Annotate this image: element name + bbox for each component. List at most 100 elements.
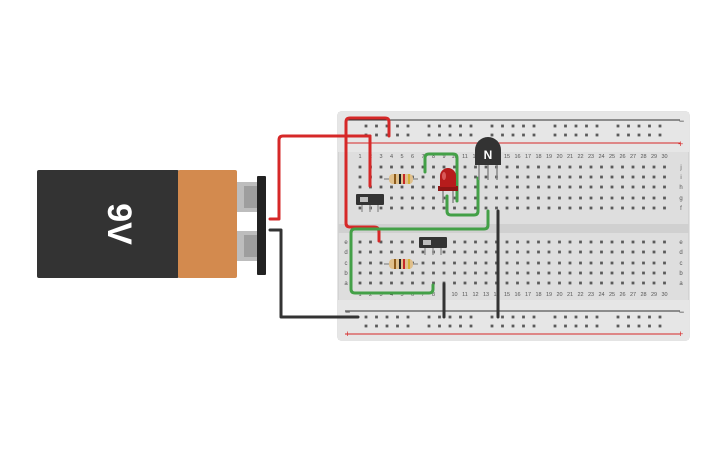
terminal-hole[interactable] [484,196,488,200]
terminal-hole[interactable] [484,261,488,265]
terminal-hole[interactable] [652,261,656,265]
terminal-hole[interactable] [526,240,530,244]
terminal-hole[interactable] [579,250,582,254]
terminal-hole[interactable] [547,165,551,169]
terminal-hole[interactable] [558,185,561,189]
terminal-hole[interactable] [610,261,614,265]
terminal-hole[interactable] [400,271,404,275]
terminal-hole[interactable] [589,240,593,244]
terminal-hole[interactable] [642,165,645,169]
power-rail-hole[interactable] [574,124,578,128]
terminal-hole[interactable] [600,250,603,254]
terminal-hole[interactable] [432,206,435,210]
terminal-hole[interactable] [558,261,561,265]
terminal-hole[interactable] [642,175,645,179]
terminal-hole[interactable] [505,185,509,189]
power-rail-hole[interactable] [564,315,567,319]
terminal-hole[interactable] [568,175,572,179]
terminal-hole[interactable] [411,206,414,210]
terminal-hole[interactable] [442,261,446,265]
power-rail-hole[interactable] [469,315,473,319]
terminal-hole[interactable] [463,165,467,169]
terminal-hole[interactable] [663,261,666,265]
power-rail-hole[interactable] [459,315,462,319]
power-rail-hole[interactable] [375,315,378,319]
terminal-hole[interactable] [369,261,372,265]
terminal-hole[interactable] [537,165,540,169]
power-rail-hole[interactable] [564,133,567,137]
terminal-hole[interactable] [516,185,519,189]
power-rail-hole[interactable] [595,124,599,128]
wire-green-transistor-to-lower[interactable] [349,209,490,295]
terminal-hole[interactable] [516,281,519,285]
power-rail-hole[interactable] [511,324,515,328]
terminal-hole[interactable] [642,240,645,244]
terminal-hole[interactable] [631,261,635,265]
terminal-hole[interactable] [369,240,372,244]
terminal-hole[interactable] [400,196,404,200]
power-rail-hole[interactable] [396,315,399,319]
terminal-hole[interactable] [579,271,582,275]
terminal-hole[interactable] [526,185,530,189]
power-rail-hole[interactable] [490,315,494,319]
terminal-hole[interactable] [642,261,645,265]
power-rail-hole[interactable] [585,324,588,328]
terminal-hole[interactable] [600,240,603,244]
resistor-top[interactable] [384,174,418,184]
power-rail-hole[interactable] [532,124,536,128]
terminal-hole[interactable] [579,206,582,210]
terminal-hole[interactable] [379,185,383,189]
power-rail-hole[interactable] [459,124,462,128]
terminal-hole[interactable] [642,250,645,254]
terminal-hole[interactable] [369,271,372,275]
slide-switch-top[interactable] [356,194,384,212]
power-rail-hole[interactable] [595,315,599,319]
terminal-hole[interactable] [600,165,603,169]
terminal-hole[interactable] [621,196,624,200]
terminal-hole[interactable] [610,281,614,285]
terminal-hole[interactable] [631,175,635,179]
terminal-hole[interactable] [610,196,614,200]
terminal-hole[interactable] [631,240,635,244]
terminal-hole[interactable] [358,261,362,265]
terminal-hole[interactable] [432,175,435,179]
terminal-hole[interactable] [547,240,551,244]
terminal-hole[interactable] [474,240,477,244]
terminal-hole[interactable] [589,175,593,179]
terminal-hole[interactable] [463,250,467,254]
terminal-hole[interactable] [589,196,593,200]
terminal-hole[interactable] [390,185,393,189]
terminal-hole[interactable] [663,196,666,200]
power-rail-hole[interactable] [406,324,410,328]
terminal-hole[interactable] [432,261,435,265]
terminal-hole[interactable] [589,185,593,189]
power-rail-hole[interactable] [459,133,462,137]
terminal-hole[interactable] [663,185,666,189]
terminal-hole[interactable] [516,196,519,200]
terminal-hole[interactable] [526,261,530,265]
terminal-hole[interactable] [600,196,603,200]
terminal-hole[interactable] [621,261,624,265]
terminal-hole[interactable] [453,261,456,265]
terminal-hole[interactable] [484,240,488,244]
terminal-hole[interactable] [621,206,624,210]
top-power-rail[interactable] [338,112,689,152]
terminal-hole[interactable] [652,271,656,275]
terminal-hole[interactable] [547,196,551,200]
terminal-hole[interactable] [621,271,624,275]
power-rail-hole[interactable] [522,124,525,128]
terminal-hole[interactable] [547,281,551,285]
power-rail-hole[interactable] [490,324,494,328]
terminal-hole[interactable] [453,271,456,275]
terminal-hole[interactable] [579,240,582,244]
power-rail-hole[interactable] [648,124,651,128]
terminal-hole[interactable] [631,206,635,210]
terminal-hole[interactable] [463,175,467,179]
power-rail-hole[interactable] [438,124,441,128]
terminal-hole[interactable] [558,175,561,179]
power-rail-hole[interactable] [616,324,620,328]
terminal-hole[interactable] [516,175,519,179]
terminal-hole[interactable] [610,271,614,275]
terminal-hole[interactable] [463,185,467,189]
